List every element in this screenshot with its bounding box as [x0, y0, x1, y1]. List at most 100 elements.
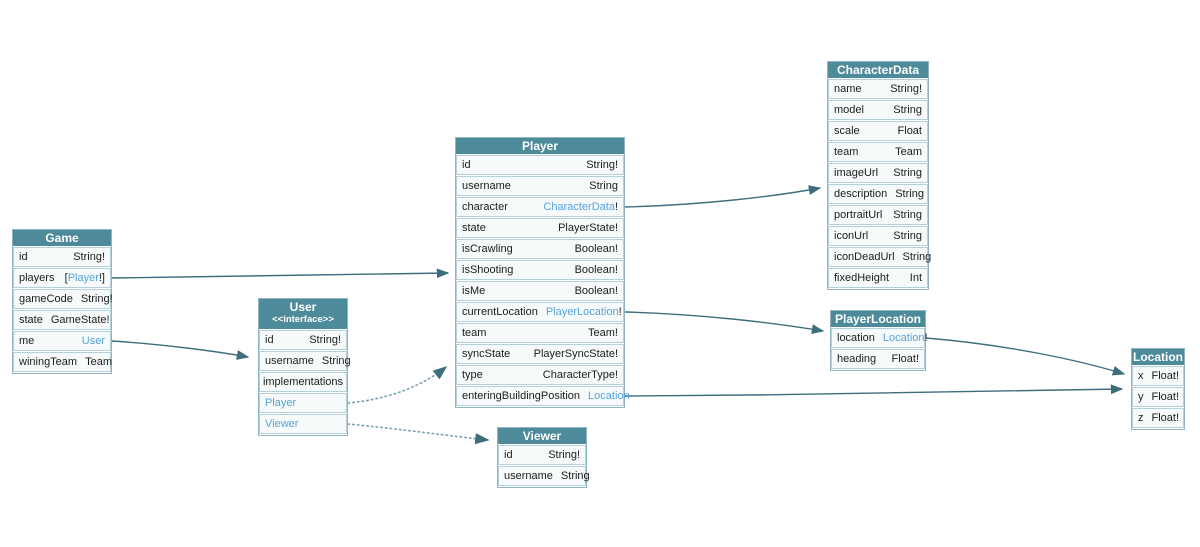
field-name: username: [265, 355, 314, 367]
table-title: Player: [521, 139, 559, 153]
field-name: id: [265, 334, 274, 346]
field-row-characterdata-portraitUrl[interactable]: portraitUrl String: [828, 205, 928, 225]
table-header-location[interactable]: Location: [1132, 349, 1184, 365]
field-type: String!: [586, 159, 618, 171]
field-row-game-players[interactable]: players[Player!]: [13, 268, 111, 288]
type-text: String: [893, 209, 922, 221]
field-name: location: [837, 332, 875, 344]
field-row-user-implementations[interactable]: implementations: [259, 372, 347, 392]
table-header-characterdata[interactable]: CharacterData: [828, 62, 928, 78]
field-name: character: [462, 201, 508, 213]
field-row-game-state[interactable]: state GameState!: [13, 310, 111, 330]
type-link[interactable]: Location: [588, 390, 630, 402]
type-link[interactable]: PlayerLocation: [545, 306, 619, 318]
edge-game-me-to-user: [111, 340, 250, 360]
field-row-player-syncState[interactable]: syncState PlayerSyncState!: [456, 344, 624, 364]
type-text: Team: [895, 146, 922, 158]
type-text: Team!: [588, 327, 618, 339]
field-type: Boolean!: [575, 243, 618, 255]
field-name[interactable]: Viewer: [265, 418, 299, 430]
field-type: PlayerSyncState!: [534, 348, 618, 360]
table-header-playerlocation[interactable]: PlayerLocation: [831, 311, 925, 327]
type-link[interactable]: User: [81, 335, 105, 347]
table-header-viewer[interactable]: Viewer: [498, 428, 586, 444]
field-type: Boolean!: [575, 285, 618, 297]
field-name: username: [462, 180, 511, 192]
edge-player-enteringbuildingposition-to-location: [624, 384, 1124, 397]
field-name: currentLocation: [462, 306, 538, 318]
field-type: GameState!: [51, 314, 110, 326]
table-header-user[interactable]: User<<interface>>: [259, 299, 347, 329]
field-name: x: [1138, 370, 1144, 382]
edge-game-players-to-player: [111, 268, 450, 279]
field-name: iconUrl: [834, 230, 869, 242]
field-name[interactable]: Player: [265, 397, 297, 409]
field-row-user-Viewer[interactable]: Viewer: [259, 414, 347, 434]
field-row-location-x[interactable]: x Float!: [1132, 366, 1184, 386]
table-header-game[interactable]: Game: [13, 230, 111, 246]
field-name: portraitUrl: [834, 209, 883, 221]
type-link[interactable]: CharacterData: [543, 201, 615, 213]
field-type: String!: [890, 83, 922, 95]
type-link[interactable]: Player: [67, 272, 99, 284]
field-row-user-Player[interactable]: Player: [259, 393, 347, 413]
field-name: syncState: [462, 348, 511, 360]
field-name: type: [462, 369, 483, 381]
field-type: String!: [309, 334, 341, 346]
table-header-player[interactable]: Player: [456, 138, 624, 154]
field-name: team: [834, 146, 859, 158]
field-name: state: [19, 314, 43, 326]
field-name: model: [834, 104, 864, 116]
field-type: Float: [898, 125, 922, 137]
field-row-user-id[interactable]: id String!: [259, 330, 347, 350]
field-type: Team!: [588, 327, 618, 339]
field-name: imageUrl: [834, 167, 879, 179]
field-type: String: [895, 188, 924, 200]
field-type: Float!: [891, 353, 919, 365]
field-row-characterdata-team[interactable]: team Team: [828, 142, 928, 162]
type-text: Float!: [1151, 370, 1180, 382]
field-name: players: [19, 272, 55, 284]
field-type: String: [893, 209, 922, 221]
type-link[interactable]: Location: [882, 332, 925, 344]
type-text: GameState!: [50, 314, 110, 326]
